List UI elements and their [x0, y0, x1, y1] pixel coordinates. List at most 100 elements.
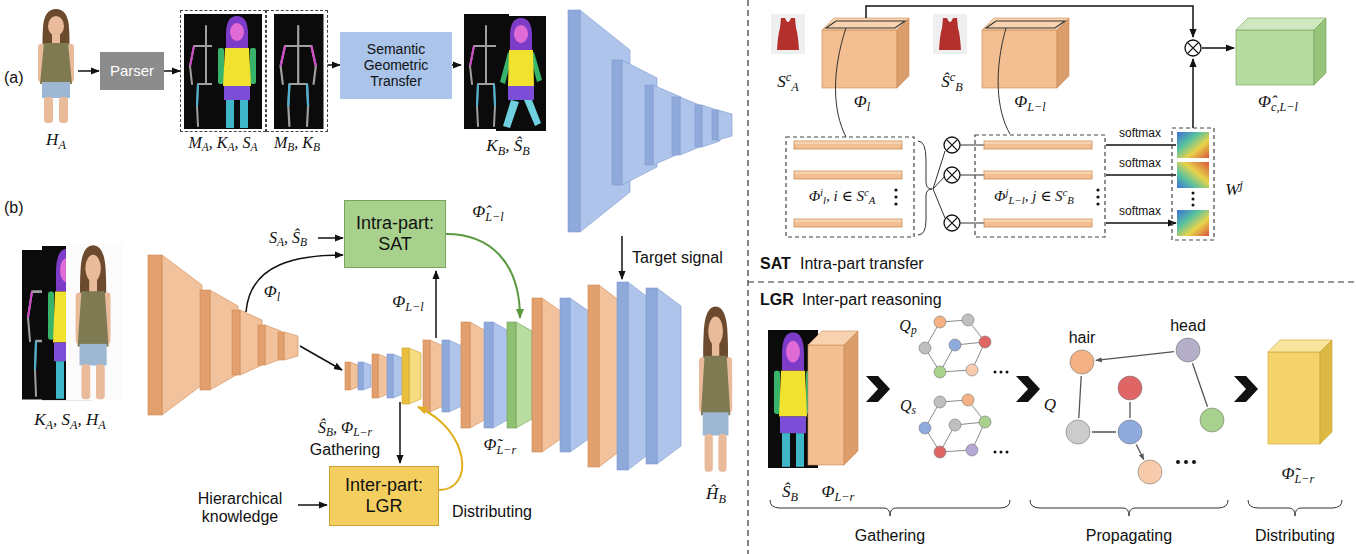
- output-photo: [699, 306, 732, 471]
- feature-cube: [1057, 18, 1069, 88]
- text-run: Q: [900, 397, 912, 414]
- output-cube: [1236, 30, 1314, 85]
- text-run: B: [326, 426, 333, 438]
- text-run: l: [277, 290, 280, 304]
- text-run: j: [1005, 186, 1008, 198]
- text-run: Ĥ: [706, 484, 718, 503]
- vector-list: [894, 188, 897, 191]
- math-label: ΦL−l: [392, 292, 423, 312]
- math-label: Φ̃L−r: [484, 435, 517, 455]
- panel-divider: [748, 0, 1356, 554]
- text-run: A: [58, 138, 65, 152]
- encoder-layers: [258, 325, 265, 365]
- vector-list: [975, 135, 1105, 237]
- text-label: head: [1170, 317, 1206, 335]
- node-text: Inter-part: LGR: [335, 475, 433, 516]
- decoder-layers: [423, 340, 430, 412]
- vector-list: [984, 171, 1092, 179]
- text-label: Inter-part reasoning: [802, 291, 942, 309]
- reasoning-graph: [1079, 352, 1208, 460]
- text-run: , Φ: [333, 419, 353, 436]
- part-graph: [934, 446, 946, 458]
- text-label: Gathering: [310, 441, 380, 459]
- reasoning-graph: [1200, 408, 1224, 432]
- text-run: H: [46, 130, 58, 149]
- text-run: A: [46, 418, 53, 432]
- text-run: , K: [294, 134, 313, 151]
- text-run: L−r: [353, 426, 372, 438]
- text-run: K: [486, 136, 497, 155]
- decoder-layers: [393, 354, 403, 398]
- flow-arrow: [300, 346, 342, 370]
- text-run: , S: [235, 134, 251, 151]
- text-run: W: [1225, 180, 1239, 199]
- reasoning-graph: [1176, 338, 1200, 362]
- text-run: Φ̃: [484, 435, 497, 454]
- image-group: MA, KA, SA: [180, 10, 266, 132]
- text-run: , H: [78, 410, 99, 429]
- source-maps: [212, 14, 262, 129]
- decoder-layers: [430, 340, 443, 412]
- text-run: Ŝ: [941, 72, 950, 91]
- illustration: [1234, 376, 1258, 402]
- part-graph: [966, 444, 978, 456]
- decoder-layers: [442, 340, 449, 412]
- module-box: Intra-part: SAT: [344, 200, 446, 268]
- module-box: Inter-part: LGR: [329, 466, 439, 526]
- illustration: [944, 215, 960, 231]
- text-label: Propagating: [1086, 527, 1172, 545]
- text-run: head: [1170, 317, 1206, 334]
- reasoning-graph: [1118, 376, 1142, 400]
- math-label: Φ̂L−l: [472, 202, 503, 222]
- text-run: B: [718, 492, 725, 506]
- generator-input: [76, 245, 111, 399]
- part-graph: [1000, 451, 1003, 454]
- attention-map: [1192, 204, 1195, 207]
- text-run: (a): [4, 69, 24, 86]
- attention-map: [1177, 132, 1209, 158]
- leader-line: [836, 28, 847, 137]
- part-graph: [934, 366, 946, 378]
- text-run: A: [251, 141, 258, 153]
- text-run: c,L−l: [1271, 100, 1298, 114]
- softmax-arrow: [1106, 145, 1176, 223]
- text-run: Semantic Geometric Transfer: [364, 41, 429, 89]
- decoder-layers: [409, 348, 421, 404]
- text-run: , S: [53, 410, 70, 429]
- text-run: L−r: [1295, 472, 1315, 486]
- decoder-layers: [358, 362, 363, 390]
- flow-arrow: [328, 64, 340, 66]
- node-text: Intra-part: SAT: [350, 213, 440, 254]
- target-maps: [496, 16, 546, 131]
- decoder-layers: [449, 340, 462, 412]
- text-run: l: [823, 194, 826, 206]
- stage-brace: [770, 500, 1342, 516]
- math-label: ΦjL−l, j ∈ ScB: [994, 188, 1074, 205]
- target-encoder: [680, 97, 702, 155]
- text-run: softmax: [1119, 126, 1161, 140]
- math-label: Φl: [264, 282, 280, 302]
- target-encoder: [645, 85, 653, 165]
- text-run: c: [950, 70, 955, 84]
- text-run: A: [202, 141, 209, 153]
- target-encoder: [653, 85, 681, 165]
- group-caption: MA, KA, SA: [188, 134, 257, 152]
- text-run: l: [867, 100, 870, 114]
- decoder-layers: [493, 322, 509, 428]
- part-graph: [949, 419, 961, 431]
- text-label: (a): [4, 69, 24, 87]
- text-run: Distributing: [1255, 527, 1335, 544]
- text-label: Distributing: [1255, 527, 1335, 545]
- text-run: Parser: [110, 62, 154, 79]
- decoder-layers: [378, 354, 388, 398]
- text-run: Φ̂: [472, 202, 485, 221]
- reasoning-graph: [1118, 420, 1142, 444]
- target-encoder: [568, 10, 732, 232]
- text-label: (b): [4, 199, 24, 217]
- text-run: B: [313, 141, 320, 153]
- vector-list: [1096, 188, 1099, 191]
- vector-list: [794, 171, 902, 179]
- output-cube: [1314, 18, 1326, 85]
- feature-cube: [897, 18, 909, 88]
